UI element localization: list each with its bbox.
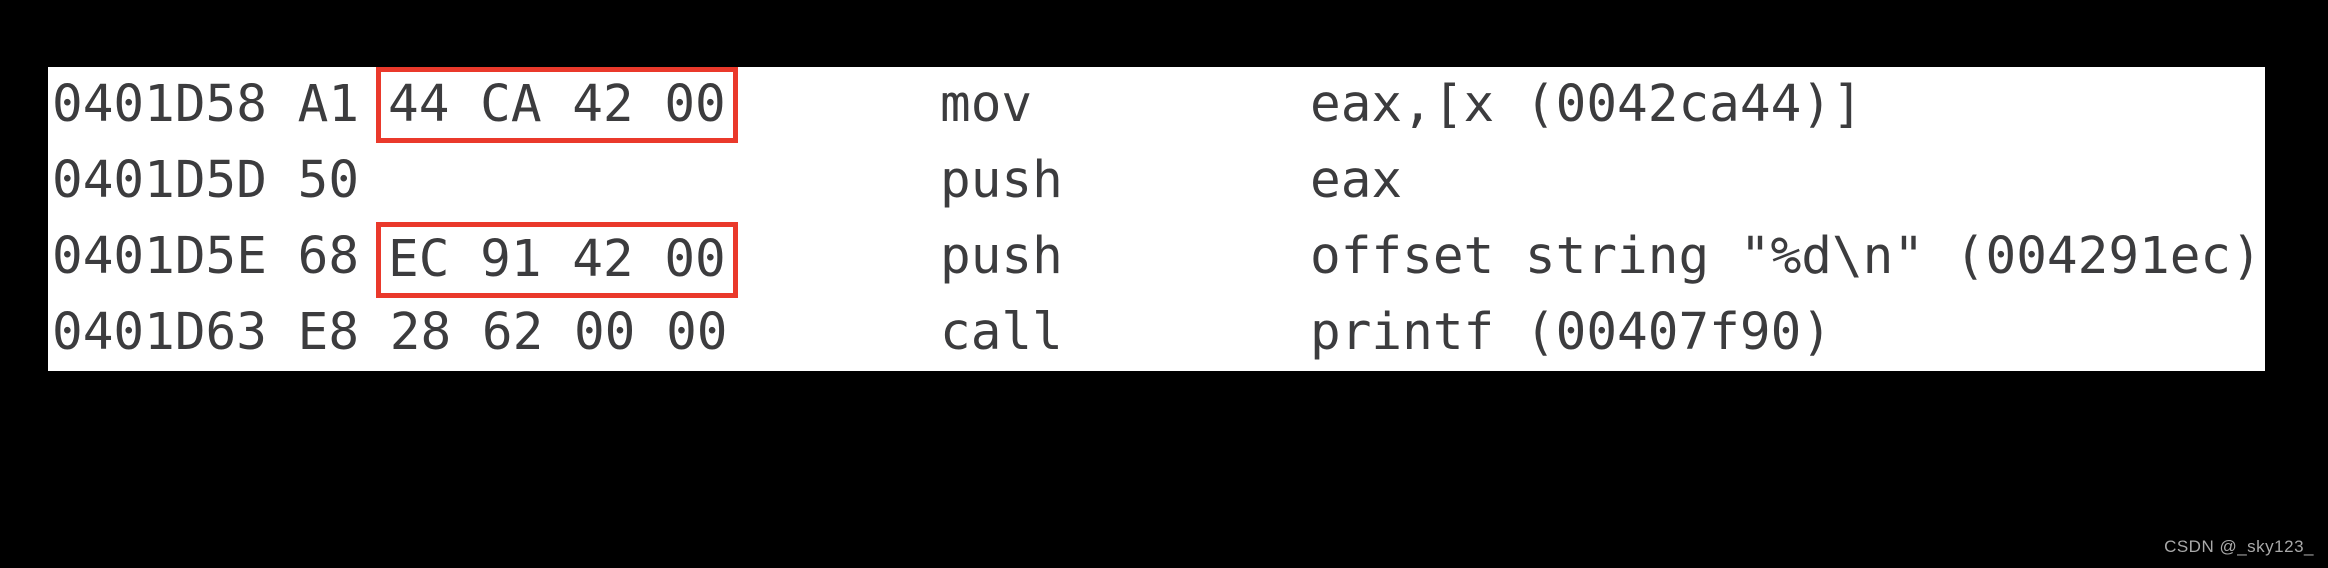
asm-row-1[interactable]: 0401D58 A1 44 CA 42 00 mov eax,[x (0042c… <box>48 67 2265 143</box>
address-and-bytes: 0401D63 E8 28 62 00 00 <box>52 303 728 362</box>
disassembly-panel: 0401D58 A1 44 CA 42 00 mov eax,[x (0042c… <box>48 67 2265 371</box>
highlighted-bytes-box: EC 91 42 00 <box>376 222 738 298</box>
address-and-bytes: 0401D58 A1 <box>52 75 360 134</box>
mnemonic: push <box>940 227 1063 286</box>
operand: offset string "%d\n" (004291ec) <box>1310 227 2262 286</box>
address-and-bytes: 0401D5E 68 <box>52 227 360 286</box>
asm-row-2[interactable]: 0401D5D 50 push eax <box>48 143 2265 219</box>
operand: printf (00407f90) <box>1310 303 1832 362</box>
operand: eax <box>1310 151 1403 210</box>
operand: eax,[x (0042ca44)] <box>1310 75 1863 134</box>
address-and-bytes: 0401D5D 50 <box>52 151 360 210</box>
highlighted-bytes-box: 44 CA 42 00 <box>376 67 738 143</box>
mnemonic: call <box>940 303 1063 362</box>
mnemonic: push <box>940 151 1063 210</box>
asm-row-3[interactable]: 0401D5E 68 EC 91 42 00 push offset strin… <box>48 219 2265 298</box>
mnemonic: mov <box>940 75 1033 134</box>
asm-row-4[interactable]: 0401D63 E8 28 62 00 00 call printf (0040… <box>48 295 2265 371</box>
csdn-watermark: CSDN @_sky123_ <box>2164 537 2314 556</box>
